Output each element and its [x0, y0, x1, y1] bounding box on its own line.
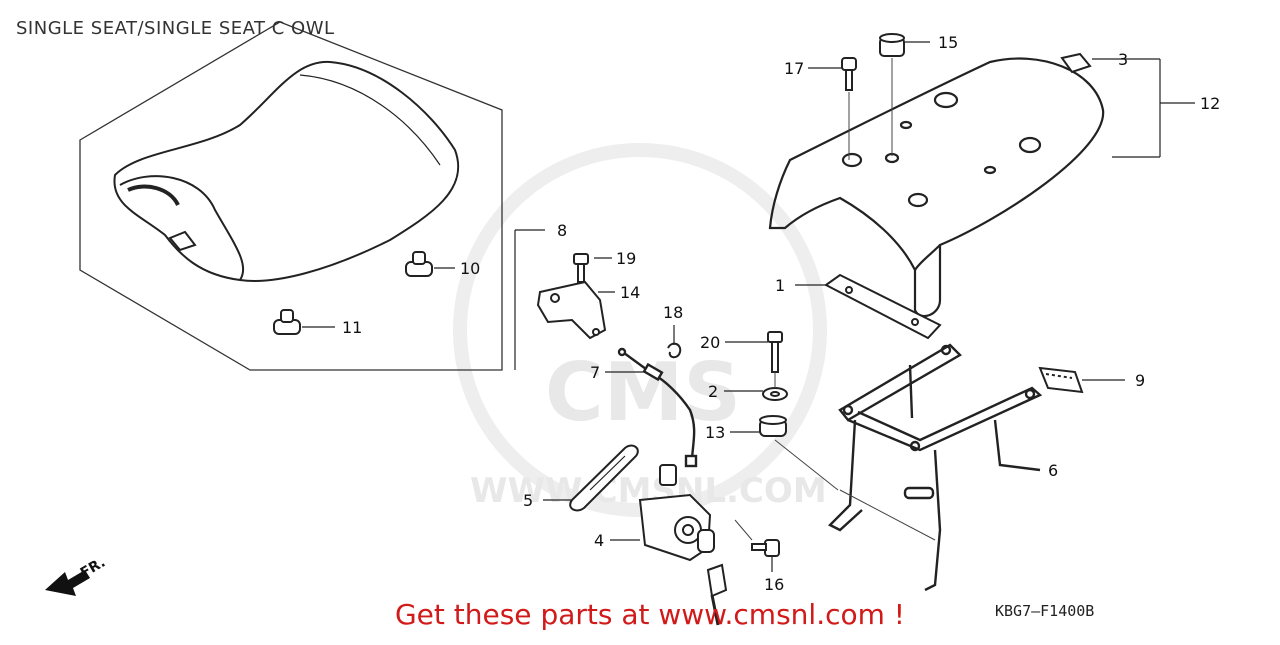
bolt-17: [841, 57, 857, 91]
callout-6: 6: [1048, 461, 1058, 480]
callout-15: 15: [938, 33, 958, 52]
rubber-13: [759, 415, 787, 437]
callout-1: 1: [775, 276, 785, 295]
diagram-title: SINGLE SEAT/SINGLE SEAT C OWL: [16, 18, 335, 39]
callout-16: 16: [764, 575, 784, 594]
bolt-20: [767, 331, 783, 373]
callout-7: 7: [590, 363, 600, 382]
seat: [113, 60, 460, 282]
callout-3: 3: [1118, 50, 1128, 69]
callout-12: 12: [1200, 94, 1220, 113]
callout-14: 14: [620, 283, 640, 302]
callout-20: 20: [700, 333, 720, 352]
callout-10: 10: [460, 259, 480, 278]
callout-18: 18: [663, 303, 683, 322]
rubber-bush-11: [273, 309, 301, 335]
bracket-1: [824, 273, 942, 340]
callout-13: 13: [705, 423, 725, 442]
watermark-logo: CMS: [545, 346, 741, 439]
clip-18: [667, 342, 682, 359]
seat-group-outline: [79, 21, 503, 371]
seat-lock-4: [638, 464, 728, 626]
bolt-19: [573, 253, 589, 283]
cushion-3: [1060, 52, 1092, 74]
seat-frame-6: [827, 343, 1043, 592]
leader-lines: [302, 41, 1195, 572]
callout-17: 17: [784, 59, 804, 78]
callout-2: 2: [708, 382, 718, 401]
seat-latch-14: [536, 280, 607, 340]
screw-16: [751, 539, 780, 557]
front-arrow-icon: [45, 570, 90, 596]
washer-2: [762, 387, 788, 401]
cushion-9: [1038, 366, 1084, 394]
callout-8: 8: [557, 221, 567, 240]
callout-19: 19: [616, 249, 636, 268]
promo-link[interactable]: Get these parts at www.cmsnl.com !: [394, 598, 906, 631]
assembly-lines: [734, 58, 936, 541]
callout-9: 9: [1135, 371, 1145, 390]
callout-4: 4: [594, 531, 604, 550]
callouts: 1 2 3 4 5 6 7 8 9 10 11 12 13 14 15 16 1…: [342, 33, 1220, 594]
nut-15: [879, 33, 905, 57]
lock-plate-5: [569, 444, 639, 512]
callout-11: 11: [342, 318, 362, 337]
diagram-code: KBG7—F1400B: [995, 602, 1095, 620]
callout-5: 5: [523, 491, 533, 510]
seat-lock-cable-7: [617, 347, 698, 468]
rubber-bush-10: [405, 251, 433, 277]
seat-cowl: [768, 57, 1105, 318]
